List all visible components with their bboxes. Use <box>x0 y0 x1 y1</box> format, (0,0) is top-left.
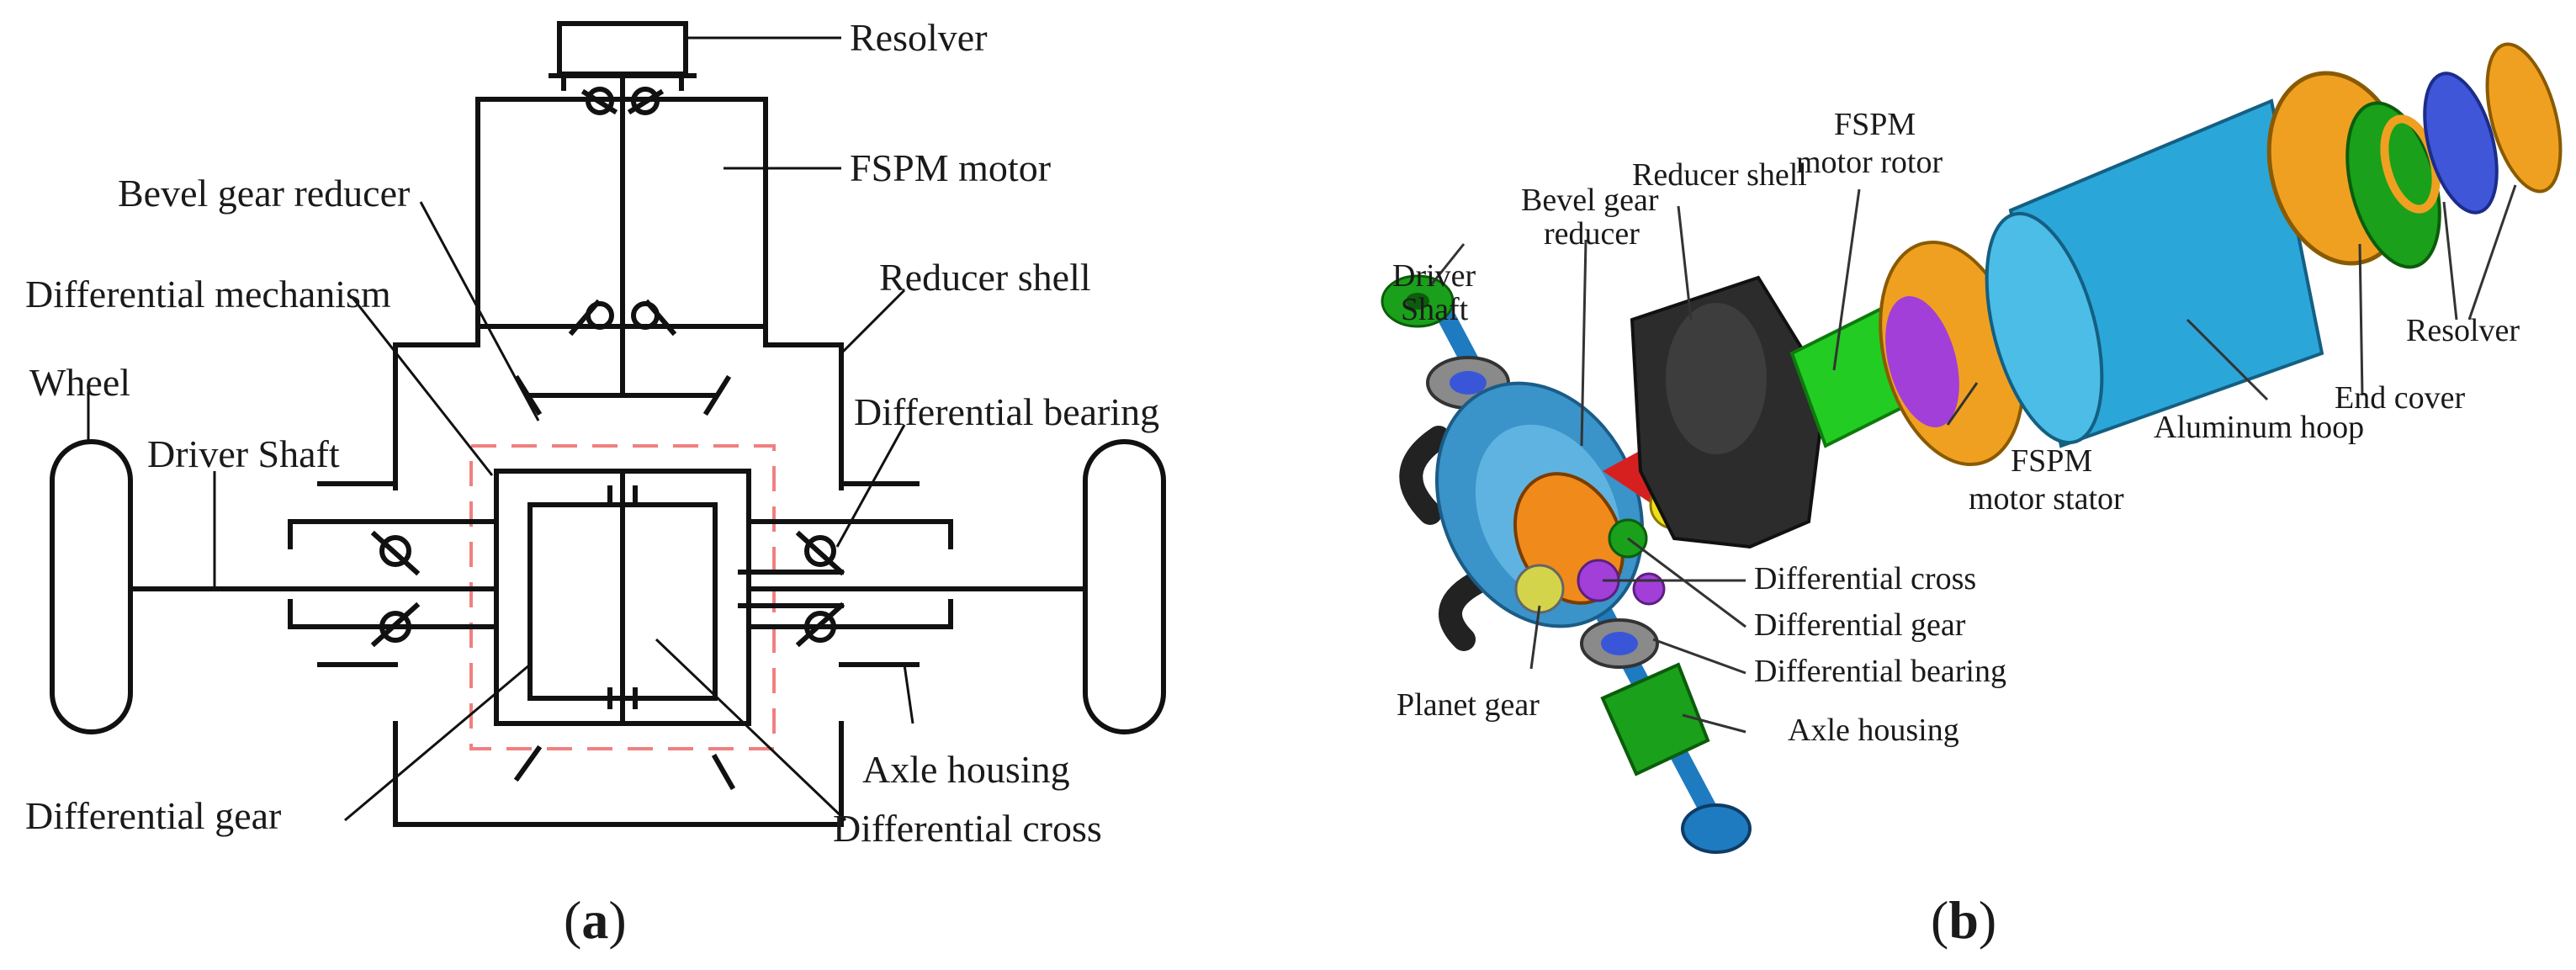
panel-a-schematic: Resolver FSPM motor Bevel gear reducer D… <box>25 16 1166 950</box>
reducer-shell-lower <box>393 721 844 827</box>
differential-bearing-left <box>370 530 421 648</box>
label-resolver-b: Resolver <box>2406 313 2520 348</box>
label-axle-housing: Axle housing <box>862 748 1070 791</box>
label-aluminum-hoop: Aluminum hoop <box>2154 410 2364 445</box>
label-differential-cross-b: Differential cross <box>1754 561 1976 596</box>
label-fspm-rotor-line1: FSPM <box>1834 107 1916 142</box>
label-end-cover: End cover <box>2335 380 2465 416</box>
label-differential-bearing-b: Differential bearing <box>1754 654 2006 689</box>
label-differential-cross: Differential cross <box>833 807 1102 850</box>
bracket-lower-icon <box>1439 569 1492 651</box>
axle-flange-icon <box>1681 803 1752 854</box>
label-axle-housing-b: Axle housing <box>1788 713 1959 748</box>
label-reducer-shell: Reducer shell <box>879 256 1091 299</box>
axle-housing-icon <box>1600 662 1710 777</box>
resolver-block <box>557 21 688 77</box>
wheel-left <box>50 439 133 734</box>
caption-b: (b) <box>1931 890 1996 950</box>
label-fspm-stator-line2: motor stator <box>1969 481 2124 517</box>
panel-b-exploded-view: Driver Shaft Bevel gear reducer Reducer … <box>1381 42 2563 950</box>
label-resolver: Resolver <box>850 16 988 59</box>
label-driver-shaft-line2: Shaft <box>1401 292 1469 327</box>
label-bevel-gear-line2: reducer <box>1544 216 1640 252</box>
motor-bearing-symbol <box>568 299 677 337</box>
label-differential-bearing: Differential bearing <box>854 390 1159 433</box>
differential-bearing-right <box>795 530 845 648</box>
top-bearing-symbol <box>580 87 665 115</box>
label-bevel-gear-line1: Bevel gear <box>1521 183 1659 218</box>
label-fspm-motor: FSPM motor <box>850 146 1051 189</box>
label-driver-shaft-line1: Driver <box>1392 258 1476 294</box>
label-fspm-stator-line1: FSPM <box>2011 443 2092 479</box>
resolver-disc-icon <box>2423 72 2499 215</box>
resolver-outer-ring-icon <box>2485 42 2563 193</box>
label-reducer-shell: Reducer shell <box>1632 157 1807 193</box>
differential-mechanism-box <box>469 444 776 750</box>
label-differential-gear: Differential gear <box>25 794 281 837</box>
reducer-shell-outline <box>393 324 844 490</box>
label-differential-gear-b: Differential gear <box>1754 607 1966 643</box>
label-wheel: Wheel <box>29 361 130 404</box>
label-bevel-gear-reducer: Bevel gear reducer <box>118 172 410 215</box>
bracket-upper-icon <box>1399 426 1450 525</box>
label-driver-shaft: Driver Shaft <box>147 432 340 475</box>
label-fspm-rotor-line2: motor rotor <box>1796 145 1943 180</box>
caption-a: (a) <box>564 890 627 950</box>
bevel-gear-symbol <box>513 374 732 416</box>
label-differential-mechanism: Differential mechanism <box>25 273 391 315</box>
wheel-right <box>1083 439 1166 734</box>
planet-gear-icon <box>1514 564 1565 614</box>
label-planet-gear: Planet gear <box>1397 687 1540 723</box>
